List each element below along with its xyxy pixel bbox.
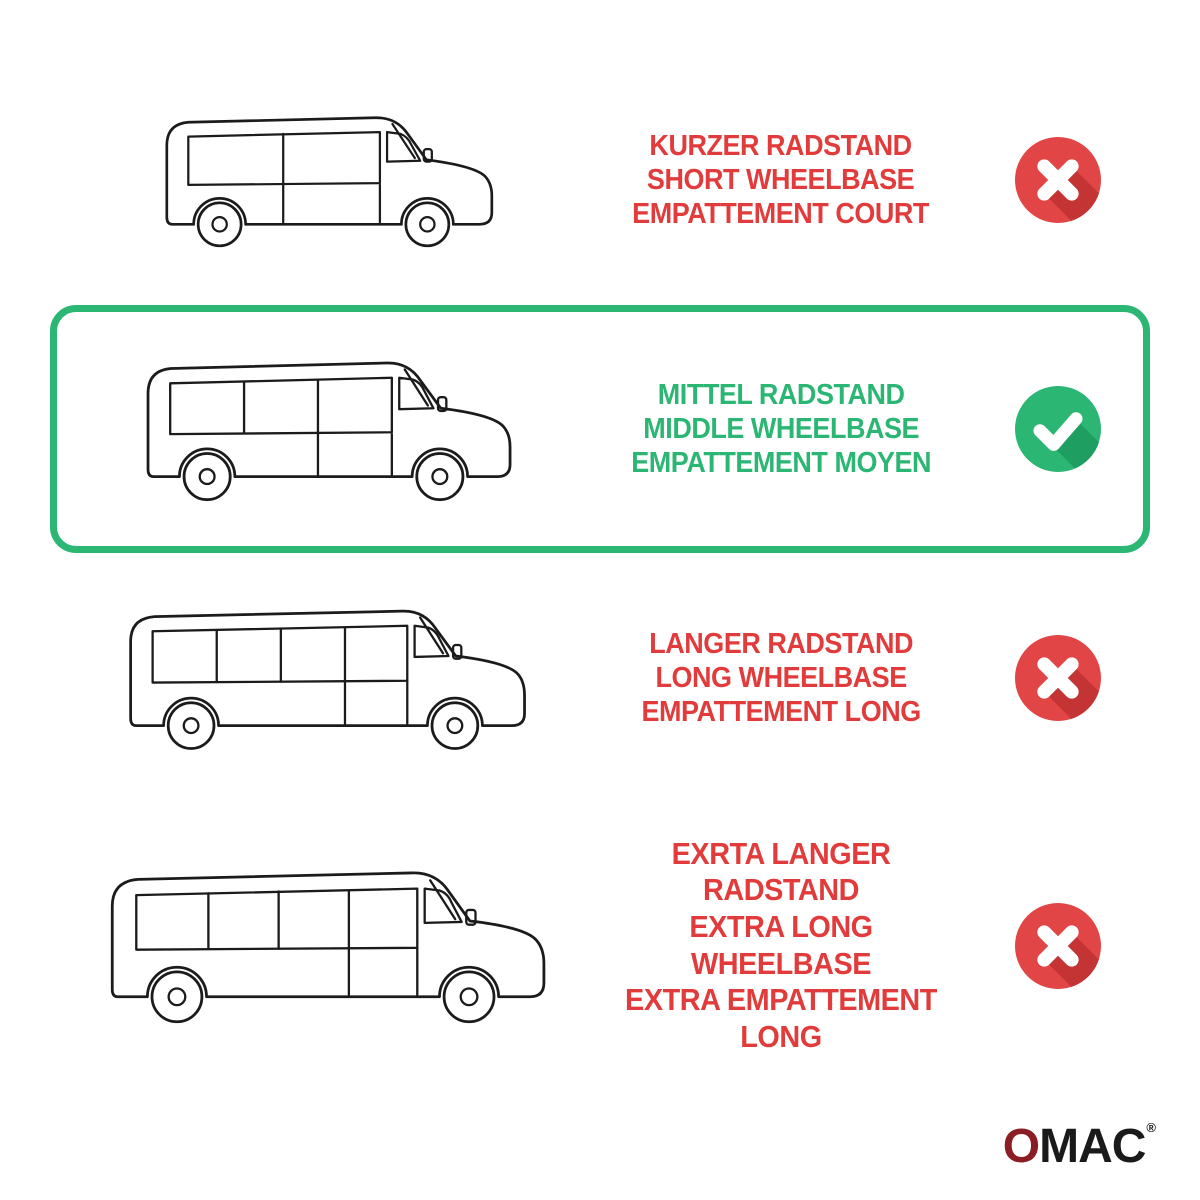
label-line: EMPATTEMENT COURT: [632, 198, 930, 231]
van-body: [164, 116, 493, 226]
status-icon-container: [973, 635, 1143, 721]
cross-icon: [1015, 902, 1101, 989]
label-line: EMPATTEMENT MOYEN: [631, 447, 931, 480]
van-illustration-long: [57, 599, 589, 757]
logo-letters-mac: MAC: [1039, 1120, 1146, 1173]
front-wheel-hub: [446, 717, 464, 735]
omac-logo: OMAC®: [1003, 1119, 1156, 1174]
a-pillar: [403, 367, 429, 407]
front-wheel: [442, 970, 496, 1024]
van-body: [146, 361, 511, 478]
door-seam: [347, 946, 419, 997]
side-mirror: [465, 908, 477, 926]
van-illustration-extra-long: [57, 860, 589, 1031]
option-row-middle-wheelbase: MITTEL RADSTAND MIDDLE WHEELBASE EMPATTE…: [57, 334, 1143, 524]
option-label-long: LANGER RADSTAND LONG WHEELBASE EMPATTEME…: [589, 627, 973, 730]
van-window-band: [168, 376, 393, 435]
driver-window: [413, 624, 450, 659]
front-wheel-hub: [430, 467, 448, 485]
door-seam: [343, 679, 409, 725]
label-line: EXRTA LANGER RADSTAND: [671, 835, 891, 908]
driver-window: [385, 130, 421, 163]
option-label-middle: MITTEL RADSTAND MIDDLE WHEELBASE EMPATTE…: [589, 378, 973, 481]
side-mirror: [436, 395, 447, 412]
side-mirror: [451, 643, 463, 660]
status-icon-container: [973, 137, 1143, 223]
label-line: EMPATTEMENT LONG: [641, 696, 921, 729]
label-line: MIDDLE WHEELBASE: [643, 412, 919, 445]
cross-icon: [1015, 137, 1101, 223]
a-pillar: [429, 879, 457, 921]
van-extra-long-side-view: [110, 871, 546, 1024]
van-body: [110, 871, 546, 999]
van-window-band: [135, 887, 419, 951]
front-wheel: [430, 701, 480, 750]
side-mirror: [422, 147, 433, 163]
van-middle-side-view: [146, 361, 511, 501]
rear-wheel-hub: [182, 717, 200, 735]
label-line: LANGER RADSTAND: [649, 627, 913, 660]
window-divider: [207, 889, 351, 950]
front-wheel-hub: [418, 216, 436, 233]
label-line: LONG WHEELBASE: [655, 661, 907, 694]
front-wheel: [404, 201, 450, 248]
front-wheel: [414, 451, 464, 501]
cross-icon: [1015, 635, 1101, 721]
van-short-side-view: [164, 116, 493, 248]
driver-window: [423, 887, 463, 925]
option-label-short: KURZER RADSTAND SHORT WHEELBASE EMPATTEM…: [589, 129, 973, 232]
option-row-extra-long-wheelbase: EXRTA LANGER RADSTAND EXTRA LONG WHEELBA…: [57, 803, 1143, 1088]
van-long-side-view: [129, 609, 526, 750]
rear-wheel-hub: [210, 216, 228, 233]
option-label-extra-long: EXRTA LANGER RADSTAND EXTRA LONG WHEELBA…: [589, 836, 973, 1055]
window-divider: [242, 377, 319, 434]
a-pillar: [418, 616, 445, 655]
door-seam: [281, 183, 381, 224]
rear-wheel: [196, 201, 242, 248]
label-line: EXTRA EMPATTEMENT LONG: [625, 982, 937, 1054]
van-illustration-short: [57, 106, 589, 254]
logo-letter-o: O: [1002, 1120, 1040, 1173]
window-divider: [215, 626, 347, 683]
check-icon: [1015, 386, 1101, 472]
van-window-band: [186, 130, 381, 187]
rear-wheel: [166, 701, 216, 750]
selected-option-box: MITTEL RADSTAND MIDDLE WHEELBASE EMPATTE…: [50, 305, 1150, 553]
label-line: MITTEL RADSTAND: [657, 378, 905, 411]
van-illustration-middle: [57, 351, 589, 508]
front-wheel-hub: [459, 987, 479, 1007]
label-line: EXTRA LONG WHEELBASE: [689, 908, 873, 981]
rear-wheel: [150, 970, 204, 1024]
option-row-long-wheelbase: LANGER RADSTAND LONG WHEELBASE EMPATTEME…: [57, 553, 1143, 803]
label-line: KURZER RADSTAND: [649, 129, 913, 162]
status-icon-container: [973, 386, 1143, 472]
rear-wheel-hub: [167, 987, 187, 1007]
driver-window: [397, 376, 435, 410]
door-seam: [316, 432, 393, 476]
rear-wheel: [182, 451, 232, 501]
registered-trademark-symbol: ®: [1146, 1120, 1156, 1135]
rear-wheel-hub: [198, 467, 216, 485]
status-icon-container: [973, 902, 1143, 989]
a-pillar: [390, 122, 416, 160]
van-body: [129, 609, 526, 728]
label-line: SHORT WHEELBASE: [647, 163, 915, 196]
option-row-short-wheelbase: KURZER RADSTAND SHORT WHEELBASE EMPATTEM…: [57, 55, 1143, 305]
